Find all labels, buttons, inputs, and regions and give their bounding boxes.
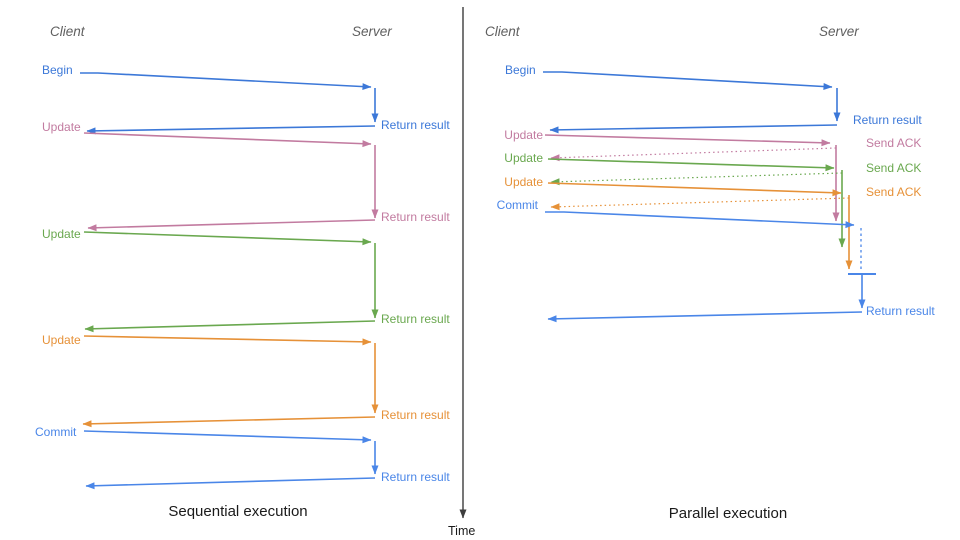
par-update3-label: Update	[504, 175, 543, 189]
seq-commit-response-label: Return result	[381, 470, 450, 484]
time-axis-label: Time	[448, 524, 476, 538]
seq-update3-request-line	[83, 335, 372, 346]
seq-update1-response-label: Return result	[381, 210, 450, 224]
par-update2-label: Update	[504, 151, 543, 165]
par-update1-request-line	[544, 134, 831, 147]
par-update3-request-line	[547, 182, 842, 197]
par-update1-ack-line	[550, 147, 837, 162]
par-update1-label: Update	[504, 128, 543, 142]
seq-update3-label: Update	[42, 333, 81, 347]
seq-client-heading: Client	[50, 24, 85, 39]
par-update3-ack-line	[550, 197, 850, 211]
par-update1-ack-label: Send ACK	[866, 136, 922, 150]
seq-server-heading: Server	[352, 24, 392, 39]
par-update3-ack-label: Send ACK	[866, 185, 922, 199]
parallel-caption: Parallel execution	[668, 505, 788, 522]
par-begin-response-label: Return result	[853, 113, 922, 127]
par-update2-ack-label: Send ACK	[866, 161, 922, 175]
sequential-panel-lines	[80, 72, 379, 490]
parallel-panel-lines	[543, 71, 876, 323]
par-update2-request-line	[547, 158, 835, 172]
seq-update2-response-line	[84, 320, 376, 333]
par-update2-ack-line	[550, 172, 843, 186]
seq-update1-request-line	[83, 132, 372, 148]
seq-commit-response-line	[85, 477, 376, 490]
sequential-caption: Sequential execution	[168, 503, 308, 520]
par-begin-request-line	[543, 71, 833, 91]
seq-update2-response-label: Return result	[381, 312, 450, 326]
seq-update3-response-line	[82, 416, 376, 428]
par-commit-response-line	[547, 311, 863, 323]
par-begin-response-line	[549, 124, 838, 134]
seq-update1-label: Update	[42, 120, 81, 134]
par-commit-label: Commit	[496, 198, 538, 212]
seq-commit-label: Commit	[35, 425, 77, 439]
seq-begin-response-line	[86, 125, 376, 135]
seq-commit-request-line	[83, 430, 372, 444]
seq-update1-response-line	[87, 219, 376, 232]
seq-begin-label: Begin	[42, 63, 73, 77]
par-client-heading: Client	[485, 24, 520, 39]
par-begin-label: Begin	[505, 63, 536, 77]
seq-update2-label: Update	[42, 227, 81, 241]
par-server-heading: Server	[819, 24, 859, 39]
seq-begin-request-line	[80, 72, 372, 91]
seq-update2-request-line	[83, 231, 372, 246]
par-commit-request-line	[545, 211, 855, 229]
seq-update3-response-label: Return result	[381, 408, 450, 422]
par-commit-response-label: Return result	[866, 304, 935, 318]
seq-begin-response-label: Return result	[381, 118, 450, 132]
